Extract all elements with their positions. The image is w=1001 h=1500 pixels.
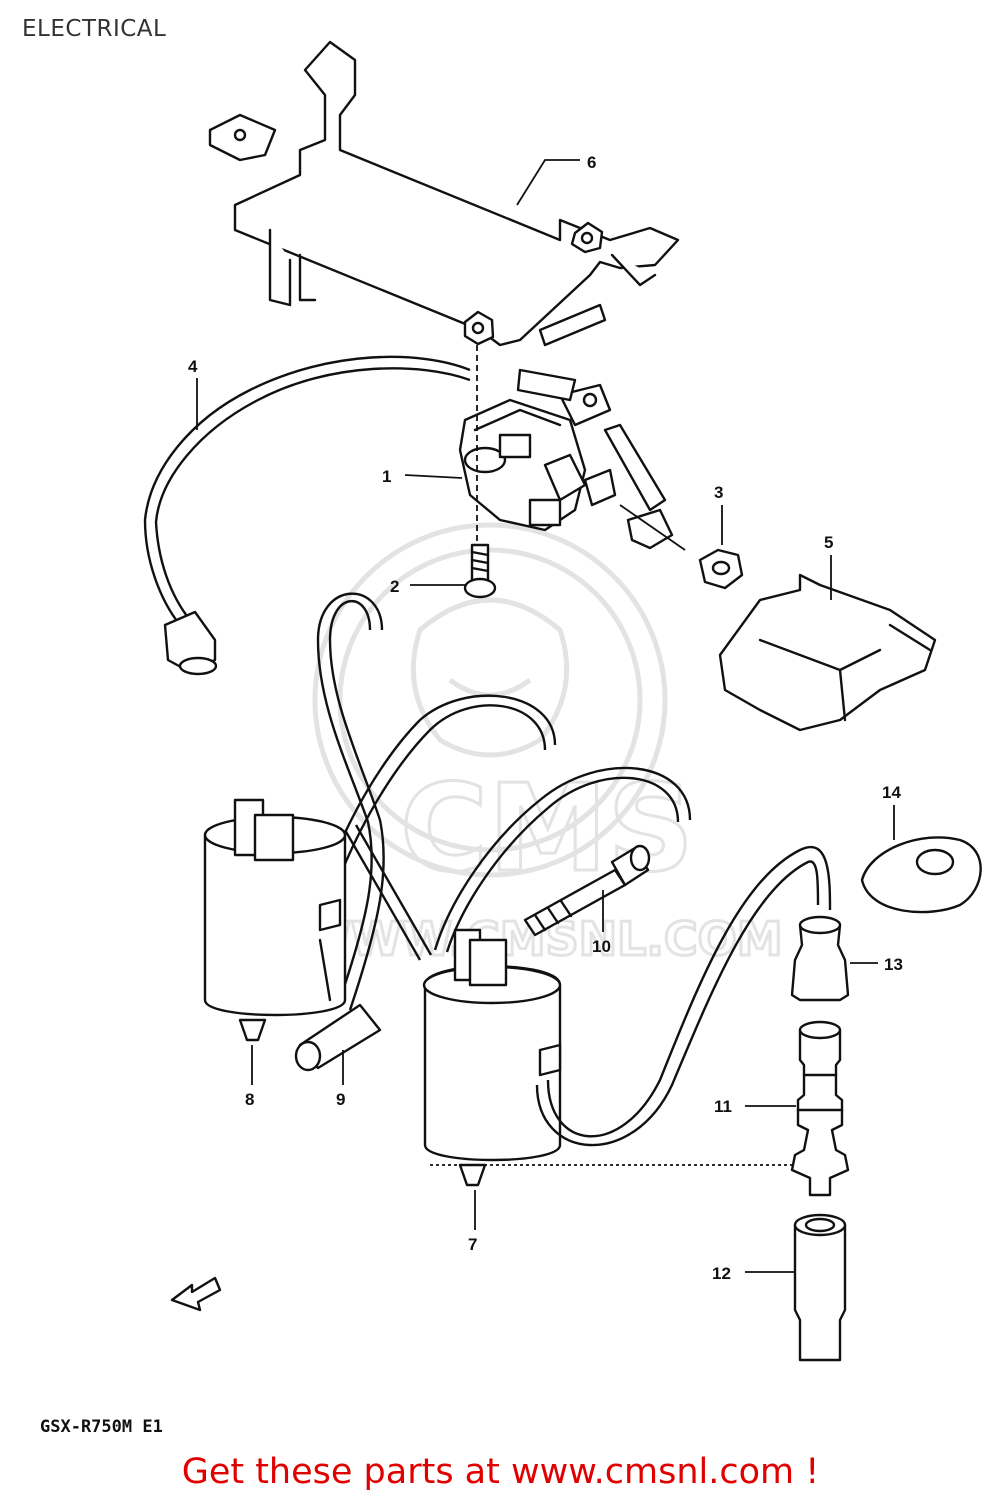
exploded-parts-diagram: CMS WWW.CMSNL.COM	[40, 40, 982, 1437]
watermark-brand: CMS	[400, 760, 694, 899]
callout-6: 6	[587, 153, 596, 172]
callout-11: 11	[714, 1097, 732, 1116]
callout-12: 12	[712, 1264, 731, 1283]
callout-3: 3	[714, 483, 723, 502]
callout-2: 2	[390, 577, 399, 596]
callout-8: 8	[245, 1090, 254, 1109]
callout-14: 14	[882, 783, 901, 802]
callout-7: 7	[468, 1235, 477, 1254]
spark-plug	[790, 1020, 850, 1197]
callout-9: 9	[336, 1090, 345, 1109]
regulator-unit	[458, 368, 674, 550]
leader-lines	[196, 159, 895, 1273]
callout-5: 5	[824, 533, 833, 552]
screw	[463, 543, 497, 599]
ignition-coil-center	[422, 928, 562, 1187]
plug-tube	[793, 1213, 847, 1362]
sleeve	[294, 1003, 382, 1072]
ignition-coil-left	[203, 798, 347, 1042]
model-code: GSX-R750M E1	[40, 1417, 163, 1437]
callout-1: 1	[382, 467, 391, 486]
page-title: ELECTRICAL	[22, 16, 167, 42]
callout-13: 13	[884, 955, 903, 974]
parts-link-banner[interactable]: Get these parts at www.cmsnl.com !	[181, 1452, 820, 1492]
callout-10: 10	[592, 937, 611, 956]
bolt	[523, 844, 651, 937]
terminal-cover	[718, 573, 937, 732]
plug-cap	[790, 915, 850, 1002]
front-direction-arrow-icon	[170, 1276, 222, 1312]
lead-wire-assembly	[143, 355, 471, 676]
cms-watermark: CMS WWW.CMSNL.COM	[299, 522, 784, 968]
callout-4: 4	[188, 357, 198, 376]
callout-numbers: 6 4 1 3 5 2 14 10 13 8 9 11 7 12	[188, 153, 903, 1283]
mounting-plate	[208, 40, 680, 347]
grommet	[860, 836, 982, 914]
nut	[698, 548, 744, 590]
